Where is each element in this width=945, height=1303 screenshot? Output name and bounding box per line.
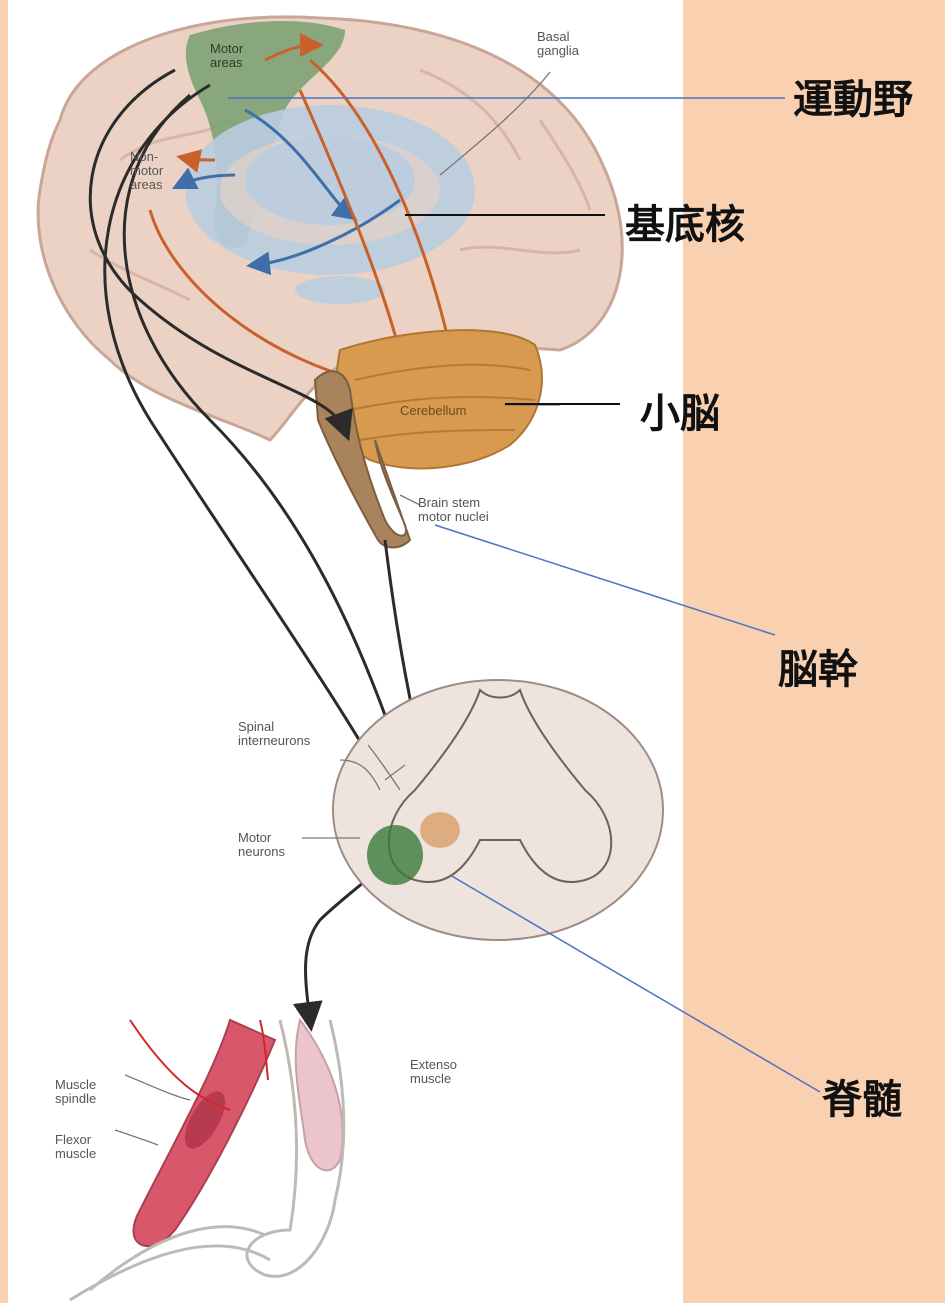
jp-label-cerebellum: 小脳: [640, 394, 720, 434]
label-motor-neurons: Motor neurons: [238, 831, 285, 859]
label-cerebellum-en: Cerebellum: [400, 404, 466, 418]
label-basal-ganglia-en: Basal ganglia: [537, 30, 579, 58]
label-motor-areas: Motor areas: [210, 42, 243, 70]
label-brain-stem-motor-nuclei: Brain stem motor nuclei: [418, 496, 489, 524]
label-extensor-muscle: Extenso muscle: [410, 1058, 457, 1086]
jp-label-brainstem: 脳幹: [778, 650, 858, 690]
label-spinal-interneurons: Spinal interneurons: [238, 720, 310, 748]
label-flexor-muscle: Flexor muscle: [55, 1133, 96, 1161]
jp-label-motor-cortex: 運動野: [793, 80, 913, 120]
label-non-motor-areas: Non- motor areas: [130, 150, 163, 192]
label-muscle-spindle: Muscle spindle: [55, 1078, 96, 1106]
leader-brainstem: [435, 525, 775, 635]
leader-spinal-cord: [450, 875, 820, 1092]
cerebellum-region: [336, 330, 542, 468]
jp-label-basal-ganglia: 基底核: [625, 205, 745, 245]
arm-and-muscles: [70, 1020, 344, 1300]
spinal-cord-section: [333, 680, 663, 940]
jp-label-spinal-cord: 脊髄: [822, 1080, 902, 1120]
